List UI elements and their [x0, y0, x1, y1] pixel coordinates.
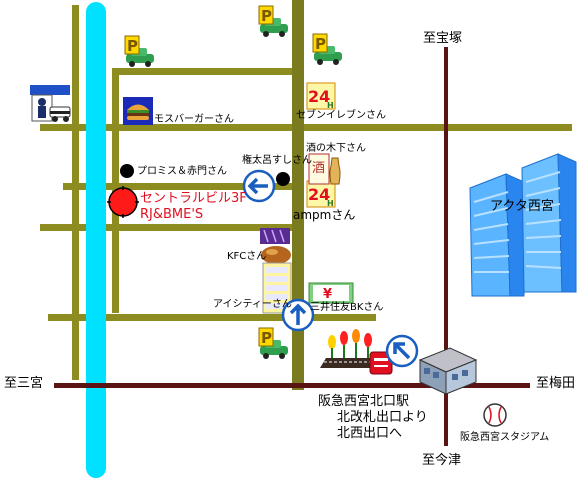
landmark-dot-gonta — [276, 172, 290, 186]
direction-sannomiya: 至三宮 — [4, 376, 44, 391]
north-south-road — [444, 47, 448, 446]
svg-text:P: P — [261, 329, 272, 347]
road-h4 — [40, 224, 302, 231]
parking-icon: P — [312, 33, 342, 65]
direction-arrow-icon — [242, 169, 276, 203]
sake-shop-icon: 酒 — [308, 153, 341, 185]
label-smbc: 三井住友BKさん — [310, 302, 384, 313]
road-h1 — [112, 68, 304, 75]
destination-label-line1: セントラルビル3F — [140, 191, 247, 206]
skyscraper-icon — [469, 153, 577, 297]
label-kfc: KFCさん — [227, 251, 267, 262]
river — [86, 2, 106, 478]
parking-icon: P — [124, 35, 154, 67]
direction-imazu: 至今津 — [422, 453, 462, 468]
station-label-line2: 北改札出口より — [337, 410, 428, 425]
police-box-icon — [30, 85, 71, 122]
destination-label-line2: RJ&BME'S — [140, 207, 204, 222]
railway-line — [54, 383, 530, 388]
label-icity: アイシティーさん — [213, 299, 292, 310]
label-acta: アクタ西宮 — [490, 199, 554, 214]
station-label-line1: 阪急西宮北口駅 — [318, 394, 410, 409]
station-building-icon — [418, 347, 478, 395]
landmark-dot-promise — [120, 164, 134, 178]
bank-icon: ¥ — [308, 282, 354, 304]
parking-icon: P — [258, 327, 288, 359]
road-v1 — [72, 5, 79, 380]
24h-store-icon: 24 H — [306, 180, 336, 208]
svg-text:P: P — [127, 37, 138, 55]
label-mos: モスバーガーさん — [154, 114, 234, 125]
label-stadium: 阪急西宮スタジアム — [460, 432, 550, 443]
svg-text:H: H — [327, 199, 334, 208]
parking-icon: P — [258, 5, 288, 37]
chicken-icon — [260, 228, 291, 264]
destination-marker — [107, 186, 139, 218]
svg-text:酒: 酒 — [312, 161, 325, 176]
direction-arrow-icon — [385, 334, 419, 368]
label-ampm: ampmさん — [293, 208, 356, 222]
station-label-line3: 北西出口へ — [337, 426, 403, 441]
direction-umeda: 至梅田 — [536, 376, 576, 391]
svg-text:¥: ¥ — [323, 287, 332, 302]
baseball-icon — [483, 403, 507, 427]
fashion-store-icon — [262, 262, 292, 314]
svg-text:24: 24 — [308, 87, 330, 106]
label-sake: 酒の木下さん — [306, 143, 366, 154]
road-h2 — [40, 124, 572, 131]
main-road — [292, 0, 304, 390]
label-seven: セブンイレブンさん — [296, 110, 386, 121]
road-h3 — [63, 183, 300, 190]
direction-takarazuka: 至宝塚 — [423, 31, 463, 46]
hamburger-icon — [123, 97, 153, 125]
24h-store-icon: 24 H — [306, 82, 336, 110]
label-gonta: 権太呂すしさん — [242, 155, 312, 166]
svg-text:P: P — [261, 7, 272, 25]
road-h5 — [48, 314, 376, 321]
label-promise: プロミス＆赤門さん — [137, 166, 227, 177]
svg-text:H: H — [327, 101, 334, 110]
direction-arrow-icon — [281, 298, 315, 332]
svg-text:24: 24 — [308, 185, 330, 204]
svg-text:P: P — [315, 35, 326, 53]
